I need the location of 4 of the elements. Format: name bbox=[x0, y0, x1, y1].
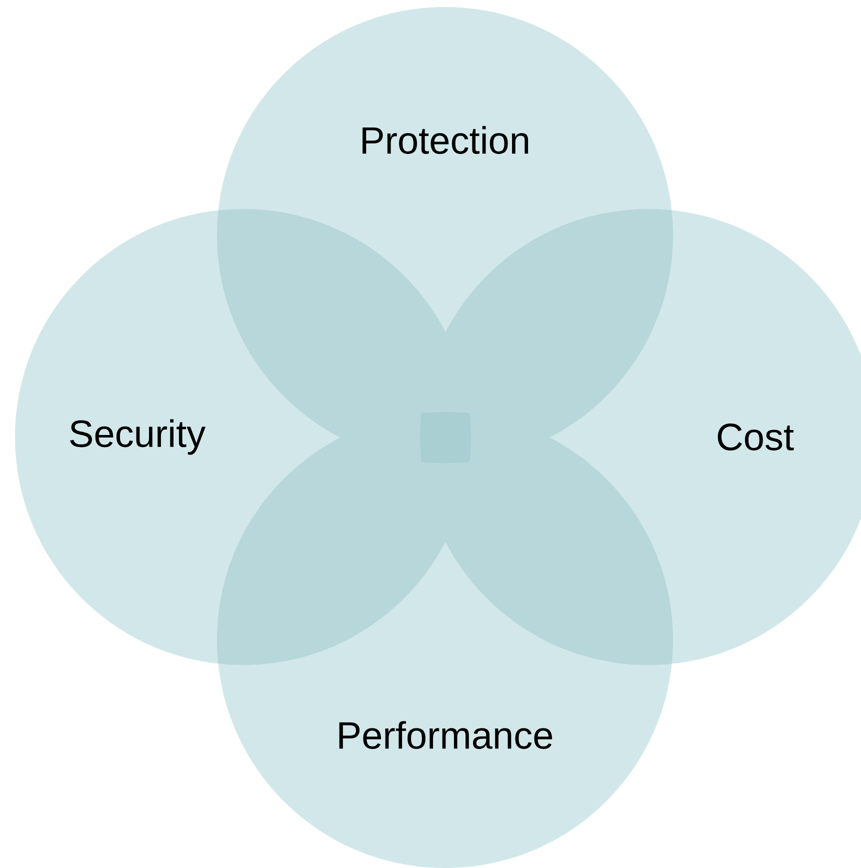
circle-label: Performance bbox=[339, 721, 552, 749]
circle-label: Security bbox=[70, 419, 206, 455]
circle-label: Cost bbox=[718, 424, 794, 450]
circle-label: Protection bbox=[362, 126, 528, 154]
